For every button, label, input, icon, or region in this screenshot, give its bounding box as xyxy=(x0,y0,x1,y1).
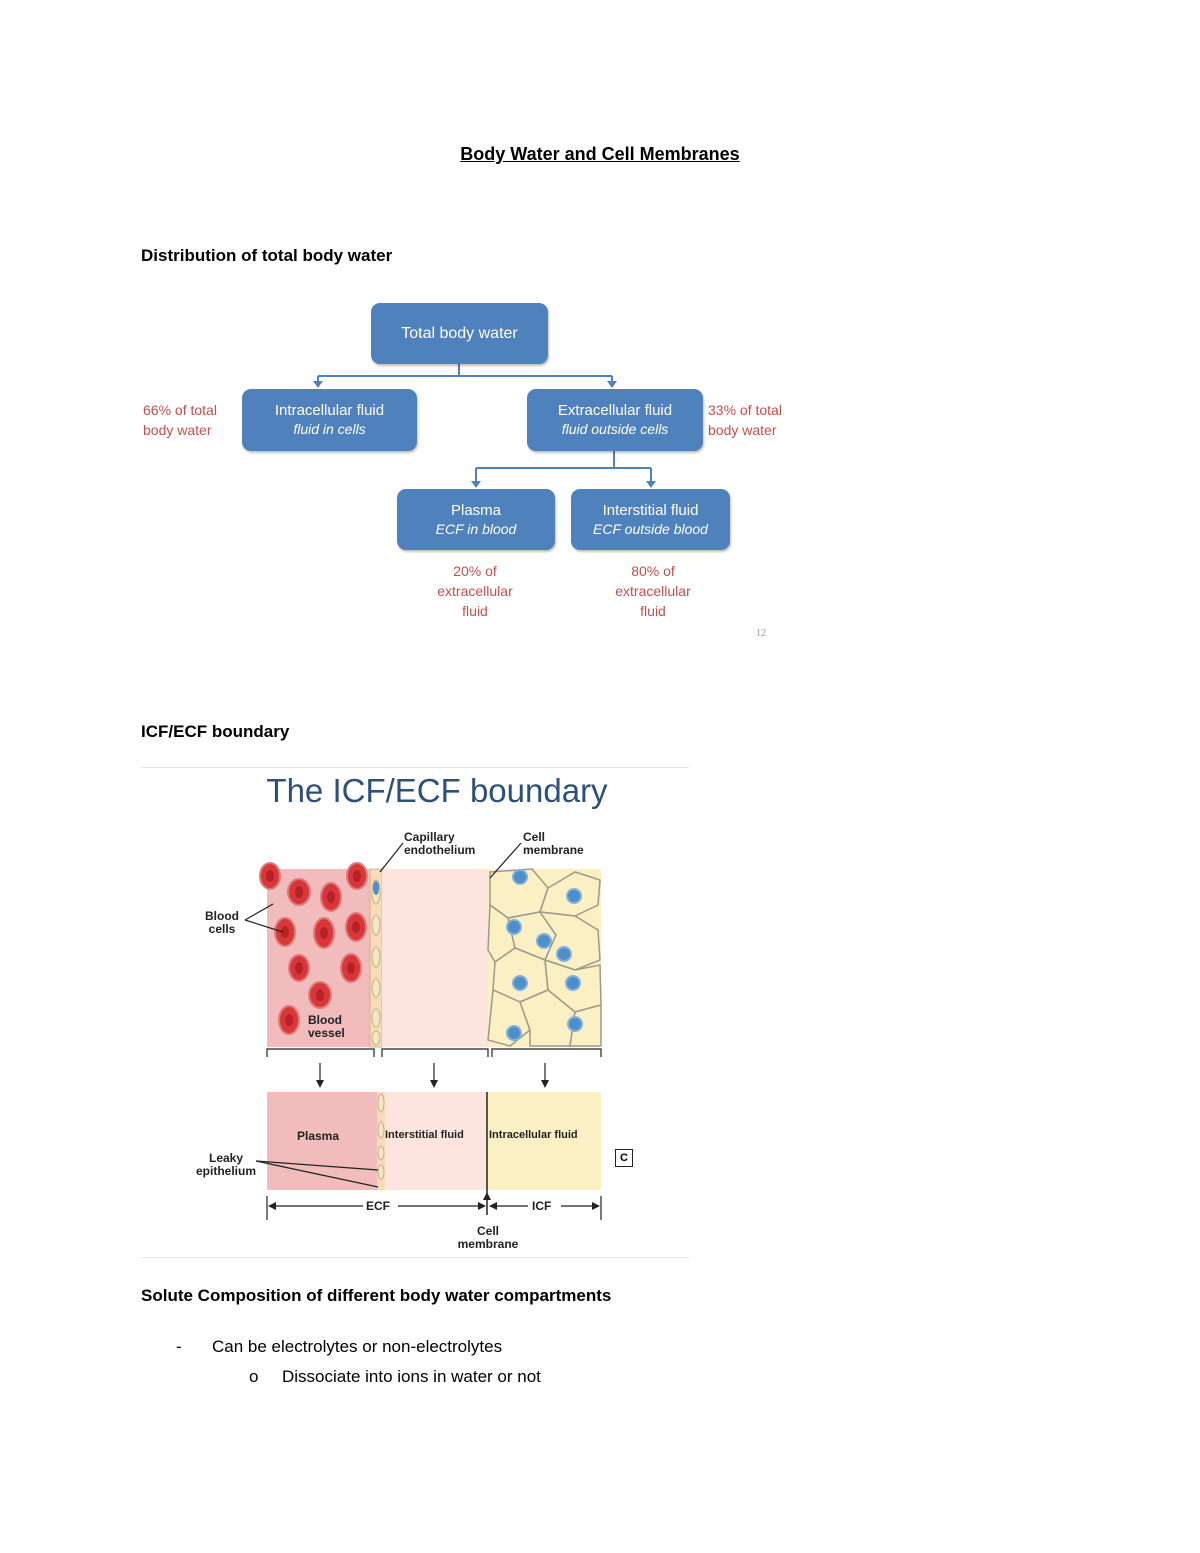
plasma-percent-line: extracellular xyxy=(437,583,513,599)
figure-title: The ICF/ECF boundary xyxy=(266,772,608,809)
interstitial-percent: 80% of extracellular fluid xyxy=(594,561,712,621)
icf-percent-line: body water xyxy=(143,422,212,438)
corner-mark-box: C xyxy=(615,1149,633,1167)
interstitial-percent-line: 80% of xyxy=(631,563,675,579)
boundary-illustration xyxy=(244,842,602,1220)
ecf-percent-line: 33% of total xyxy=(708,402,782,418)
section-heading-boundary: ICF/ECF boundary xyxy=(141,722,290,741)
ecf-percent-line: body water xyxy=(708,422,777,438)
plasma-label: Plasma xyxy=(450,501,502,519)
plasma-percent-line: fluid xyxy=(462,603,488,619)
interstitial-band-label: Interstitial fluid xyxy=(385,1129,464,1141)
ecf-label: ECF xyxy=(366,1199,390,1213)
total-body-water-label: Total body water xyxy=(401,325,518,342)
blood-vessel-label: Blood vessel xyxy=(308,1014,345,1040)
intracellular-band xyxy=(486,1092,601,1190)
intracellular-fluid-box: Intracellular fluid fluid in cells xyxy=(242,389,417,451)
plasma-percent: 20% of extracellular fluid xyxy=(416,561,534,621)
interstitial-label: Interstitial fluid xyxy=(602,501,699,519)
interstitial-sub: ECF outside blood xyxy=(593,520,708,537)
label-line: cells xyxy=(208,922,236,936)
label-line: vessel xyxy=(308,1026,345,1040)
total-body-water-box: Total body water xyxy=(371,303,548,364)
label-line: membrane xyxy=(457,1237,519,1251)
blood-cells-label: Blood cells xyxy=(205,910,239,936)
plasma-band xyxy=(267,1092,377,1190)
interstitial-percent-line: extracellular xyxy=(615,583,691,599)
sub-bullet-text: Dissociate into ions in water or not xyxy=(282,1367,541,1386)
plasma-percent-line: 20% of xyxy=(453,563,497,579)
interstitial-fluid-box: Interstitial fluid ECF outside blood xyxy=(571,489,730,550)
sub-bullet-marker: o xyxy=(249,1367,259,1386)
label-line: Capillary xyxy=(404,830,455,844)
cell-membrane-top-label: Cell membrane xyxy=(523,831,584,857)
icf-percent: 66% of total body water xyxy=(143,400,217,440)
label-line: Blood xyxy=(308,1013,342,1027)
label-line: Leaky xyxy=(208,1151,244,1165)
leaky-epithelium-strip xyxy=(377,1092,385,1190)
label-line: Blood xyxy=(205,909,239,923)
document-title: Body Water and Cell Membranes xyxy=(460,144,740,164)
slide-number: 12 xyxy=(756,628,766,639)
extracellular-fluid-box: Extracellular fluid fluid outside cells xyxy=(527,389,703,451)
endothelial-nucleus xyxy=(373,881,379,895)
ecf-sub: fluid outside cells xyxy=(561,421,669,437)
figure-top-rule xyxy=(141,767,689,768)
label-line: endothelium xyxy=(404,843,476,857)
interstitial-region xyxy=(382,869,488,1047)
interstitial-band xyxy=(385,1092,486,1190)
ecf-label: Extracellular fluid xyxy=(557,402,673,419)
plasma-sub: ECF in blood xyxy=(435,520,517,537)
icf-percent-line: 66% of total xyxy=(143,402,217,418)
bullet-text: Can be electrolytes or non-electrolytes xyxy=(212,1337,503,1356)
intracellular-band-label: Intracellular fluid xyxy=(489,1129,578,1141)
icf-label: Intracellular fluid xyxy=(274,402,385,419)
plasma-band-label: Plasma xyxy=(297,1129,340,1143)
cell-membrane-bottom-label: Cell membrane xyxy=(453,1225,523,1251)
bullet-marker: - xyxy=(176,1337,182,1356)
interstitial-percent-line: fluid xyxy=(640,603,666,619)
section-heading-solute: Solute Composition of different body wat… xyxy=(141,1286,612,1305)
label-line: Cell xyxy=(476,1224,499,1238)
plasma-box: Plasma ECF in blood xyxy=(397,489,555,550)
ecf-percent: 33% of total body water xyxy=(708,400,782,440)
icf-sub: fluid in cells xyxy=(293,421,366,437)
label-line: Cell xyxy=(523,830,546,844)
flowchart-connectors xyxy=(313,364,656,488)
section-heading-distribution: Distribution of total body water xyxy=(141,246,393,265)
capillary-endothelium-label: Capillary endothelium xyxy=(404,831,475,857)
icf-label: ICF xyxy=(532,1199,552,1213)
figure-bottom-rule xyxy=(141,1257,689,1258)
leaky-epithelium-label: Leaky epithelium xyxy=(196,1152,256,1178)
label-line: membrane xyxy=(523,843,584,857)
label-line: epithelium xyxy=(196,1164,257,1178)
